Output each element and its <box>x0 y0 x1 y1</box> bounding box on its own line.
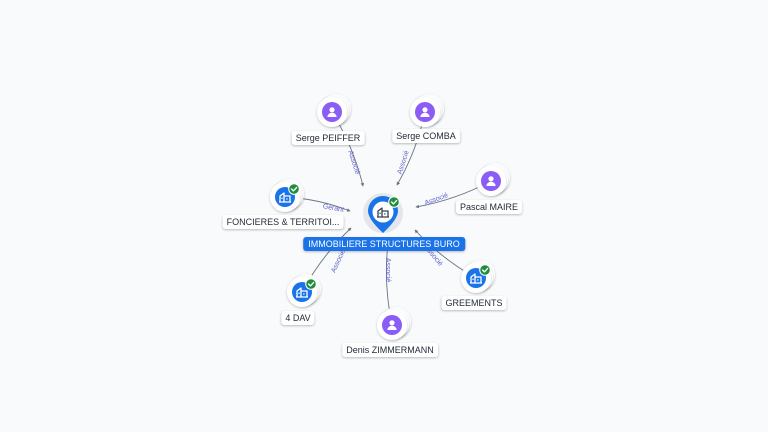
edge-relation-label: Associé <box>330 249 347 274</box>
node-label-4dav[interactable]: 4 DAV <box>281 311 315 325</box>
verified-check-icon <box>479 264 491 276</box>
node-label-foncieres[interactable]: FONCIERES & TERRITOI... <box>222 215 344 229</box>
edge-relation-label: Associé <box>424 192 450 207</box>
center-node[interactable] <box>363 193 403 233</box>
center-node-label[interactable]: IMMOBILIERE STRUCTURES BURO <box>303 237 465 251</box>
building-icon <box>296 287 308 298</box>
building-icon <box>377 207 389 218</box>
verified-check-icon <box>288 183 300 195</box>
building-icon <box>470 273 482 284</box>
person-icon <box>327 107 337 117</box>
node-greements[interactable] <box>461 260 495 293</box>
edge-relation-label: Associé <box>384 258 391 283</box>
node-serge-comba[interactable] <box>410 94 444 127</box>
verified-check-icon <box>388 196 400 208</box>
nodes-layer <box>270 94 510 340</box>
node-foncieres[interactable] <box>270 179 304 212</box>
node-pascal-maire[interactable] <box>476 163 510 196</box>
node-label-serge-comba[interactable]: Serge COMBA <box>392 129 460 143</box>
person-icon <box>486 176 496 186</box>
edge-relation-label: Associé <box>346 150 360 176</box>
node-label-greements[interactable]: GREEMENTS <box>441 296 507 310</box>
edge-relation-label: Gérant <box>322 203 344 214</box>
node-label-pascal-maire[interactable]: Pascal MAIRE <box>455 200 523 214</box>
node-4dav[interactable] <box>287 274 321 307</box>
verified-check-icon <box>305 278 317 290</box>
person-icon <box>420 107 430 117</box>
node-label-serge-peiffer[interactable]: Serge PEIFFER <box>291 131 365 145</box>
person-icon <box>387 320 397 330</box>
building-icon <box>279 192 291 203</box>
node-denis-zimmermann[interactable] <box>377 307 411 340</box>
node-label-denis-zimmermann[interactable]: Denis ZIMMERMANN <box>342 343 438 357</box>
node-serge-peiffer[interactable] <box>317 94 351 127</box>
